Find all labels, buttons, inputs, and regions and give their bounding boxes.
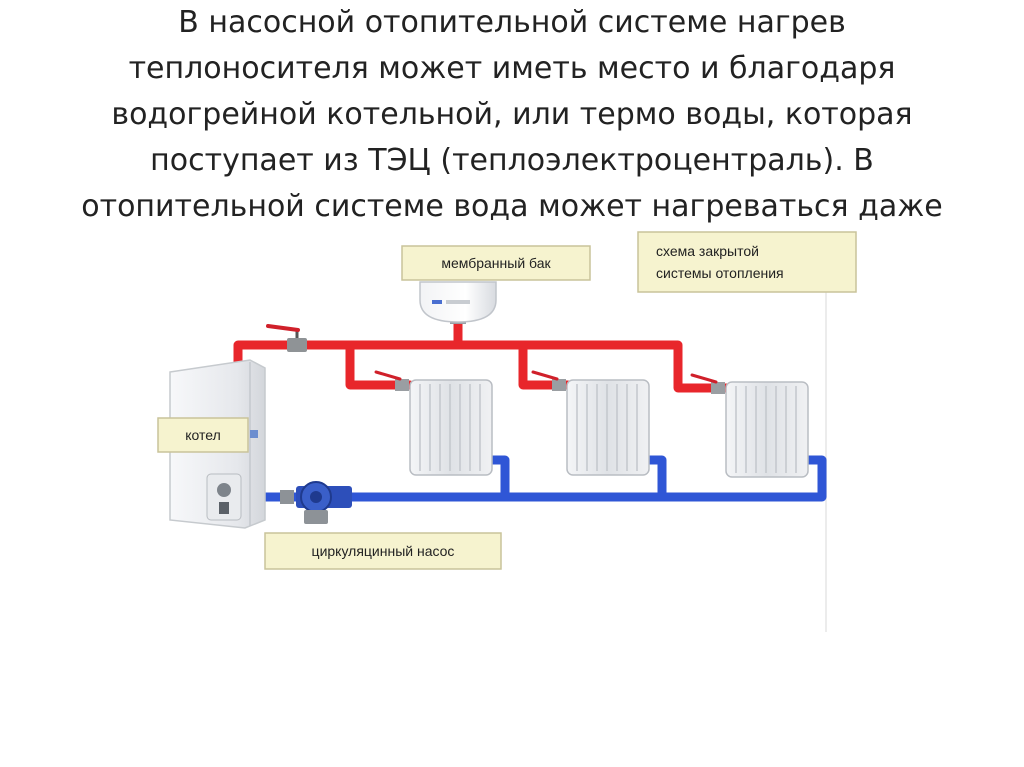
- scheme-title-label: схема закрытой системы отопления: [637, 231, 857, 293]
- return-pipe-network: [257, 455, 827, 502]
- slide-paragraph: В насосной отопительной системе нагрев т…: [0, 0, 1024, 230]
- paragraph-line: В насосной отопительной системе нагрев: [178, 5, 846, 40]
- radiator: [725, 381, 809, 478]
- paragraph-line: теплоносителя может иметь место и благод…: [128, 51, 896, 86]
- scheme-title-line1: схема закрытой: [656, 243, 759, 259]
- membrane-tank-label-text: мембранный бак: [441, 255, 551, 271]
- radiator: [566, 379, 650, 476]
- paragraph-line: водогрейной котельной, или термо воды, к…: [111, 97, 913, 132]
- radiator-valve: [374, 370, 409, 391]
- radiator: [409, 379, 493, 476]
- boiler-label: котел: [157, 417, 249, 453]
- boiler-label-text: котел: [185, 427, 221, 443]
- shutoff-valve: [266, 324, 307, 352]
- membrane-tank-label: мембранный бак: [401, 245, 591, 281]
- paragraph-line: поступает из ТЭЦ (теплоэлектроцентраль).…: [150, 143, 874, 178]
- circulation-pump: [280, 481, 352, 524]
- radiator-valve: [531, 370, 566, 391]
- pump-label: циркуляцинный насос: [264, 532, 502, 570]
- membrane-tank: [419, 281, 497, 324]
- paragraph-line: отопительной системе вода может нагреват…: [81, 189, 943, 224]
- pump-label-text: циркуляцинный насос: [312, 543, 455, 559]
- supply-pipe-network: [233, 313, 733, 393]
- radiator-valve: [690, 373, 725, 394]
- scheme-title-line2: системы отопления: [656, 265, 784, 281]
